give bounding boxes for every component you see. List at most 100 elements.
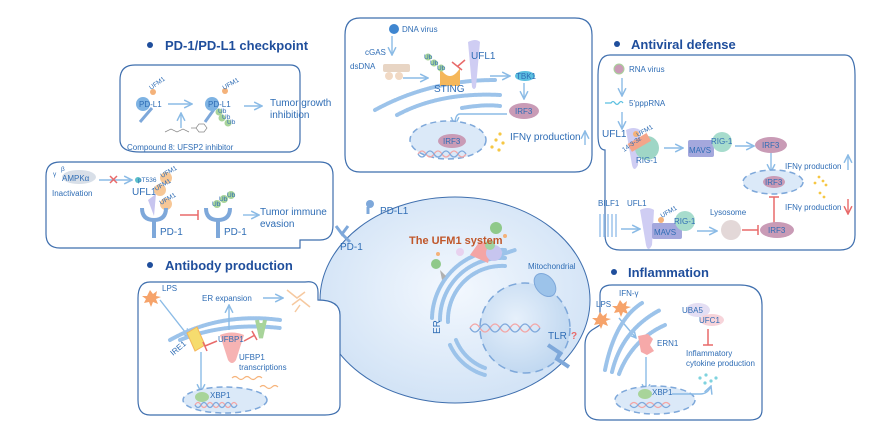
inhibition-arrow [703, 329, 713, 346]
ub-label: Ub [430, 60, 439, 67]
sting-protein [440, 68, 460, 86]
pdl1-receptor-center [366, 200, 374, 214]
ub-label: Ub [222, 114, 231, 121]
bullet-icon [147, 42, 153, 48]
compound-label: Compound 8: UFSP2 inhibitor [127, 143, 234, 152]
ufbp1-trans-label-1: UFBP1 [239, 353, 265, 362]
mavs-label: MAVS [654, 228, 676, 237]
mrna-icon [259, 384, 279, 390]
ifn-production-down-label: IFNγ production [785, 203, 841, 212]
pdl1-label-b: PD-L1 [208, 100, 231, 109]
beta-label: β [61, 166, 65, 173]
ufl1-label: UFL1 [602, 129, 627, 140]
cytokine-particles [698, 373, 718, 385]
inactivation-label: Inactivation [52, 189, 92, 198]
ufm1-system-proteins [431, 222, 507, 280]
irf3-protein [755, 137, 787, 153]
ampk-complex-icon [62, 170, 96, 184]
ub-label: Ub [219, 196, 228, 203]
cgas-label: cGAS [365, 48, 386, 57]
ufl1-label: UFL1 [132, 187, 157, 198]
irf3-label: IRF3 [515, 107, 533, 116]
ufl1-protein [468, 40, 480, 89]
section-antiviral: Antiviral defense RNA virus 5'pppRNA UFL… [597, 37, 856, 251]
outcome-tumor-immune: Tumor immune [260, 207, 327, 218]
dna-virus-icon [389, 24, 399, 34]
tlr-receptor [546, 343, 571, 369]
ufl1-protein [148, 194, 156, 216]
dsdna-label: dsDNA [350, 62, 376, 71]
inhibition-arrow [202, 340, 218, 352]
er-membrane [617, 323, 667, 376]
mrna-icon [231, 375, 263, 381]
ufbp1-trans-label-2: transcriptions [239, 363, 287, 372]
xbp1-protein [638, 389, 652, 399]
section-inflammation: Inflammation LPS IFN-γ ERN1 UBA5 UFC1 In… [584, 265, 763, 421]
bilf1-label: BILF1 [598, 199, 620, 208]
sting-label: STING [434, 84, 465, 95]
ufl1-label: UFL1 [627, 199, 647, 208]
ufc1-label: UFC1 [699, 316, 720, 325]
bilf1-receptor-icon [599, 214, 617, 237]
ufbp1-label: UFBP1 [218, 335, 244, 344]
lps-icon [592, 312, 611, 329]
mavs-protein [688, 140, 714, 157]
ifng-label: IFN-γ [619, 289, 639, 298]
compound-structure-icon [164, 123, 208, 133]
inhibition-arrow [451, 59, 466, 71]
heading-antibody: Antibody production [165, 258, 293, 273]
pd1-receptor-a [140, 207, 168, 238]
ifn-particles [813, 175, 828, 199]
lps-label: LPS [596, 300, 611, 309]
rna-virus-label: RNA virus [629, 65, 665, 74]
bullet-icon [614, 41, 620, 47]
pd1-receptor-center [334, 225, 352, 244]
pdl1-label-center: PD-L1 [380, 206, 409, 217]
xbp1-label: XBP1 [210, 391, 231, 400]
pd1-label-b: PD-1 [224, 227, 247, 238]
er-expansion-label: ER expansion [202, 294, 252, 303]
rig1-label: RIG-1 [711, 137, 733, 146]
pd1-label-center: PD-1 [340, 242, 363, 253]
mavs-label: MAVS [689, 146, 711, 155]
uba5-label: UBA5 [682, 306, 703, 315]
ub-label: Ub [212, 201, 221, 208]
channel-protein [255, 319, 267, 339]
pd1-receptor-b [204, 191, 235, 238]
rna-label: 5'pppRNA [629, 99, 666, 108]
14-3-3-protein [627, 133, 652, 152]
nucleus [479, 282, 571, 374]
ub-label: Ub [424, 54, 433, 61]
rig1-label: RIG-1 [636, 156, 658, 165]
ifn-particles [490, 132, 505, 152]
center-cell: Mitochondrial ER The UFM1 system TLR ? P… [319, 196, 591, 404]
bullet-icon [611, 269, 617, 275]
ifng-icon [612, 300, 631, 317]
ufl1-label: UFL1 [471, 51, 496, 62]
ufm1-bead [160, 198, 172, 210]
antibody-icon [286, 289, 311, 313]
irf3-label: IRF3 [765, 178, 783, 187]
section-dna-virus: DNA virus cGAS dsDNA Ub Ub Ub STING UFL1… [344, 17, 593, 173]
uba5-protein [686, 303, 710, 317]
ifn-production-up-label: IFNγ production [785, 162, 841, 171]
pdl1-protein-b [203, 88, 232, 127]
tlr-label: TLR [548, 331, 567, 342]
er-label: ER [432, 320, 443, 334]
mavs-protein [652, 223, 682, 239]
irf3-protein [509, 103, 539, 119]
lps-icon [142, 290, 161, 307]
panel-checkpoint-bottom [45, 161, 334, 249]
ub-label: Ub [227, 192, 236, 199]
heading-antiviral: Antiviral defense [631, 37, 736, 52]
cgas-protein [383, 64, 410, 72]
mitochondrial-label: Mitochondrial [528, 262, 576, 271]
cytokine-production-label: cytokine production [686, 359, 755, 368]
irf3-protein [438, 134, 466, 148]
mitochondria-icon [533, 272, 557, 298]
ub-label: Ub [218, 108, 227, 115]
inhibition-arrow [180, 210, 199, 220]
tlr-question: ? [571, 331, 577, 342]
ern1-label: ERN1 [657, 339, 679, 348]
